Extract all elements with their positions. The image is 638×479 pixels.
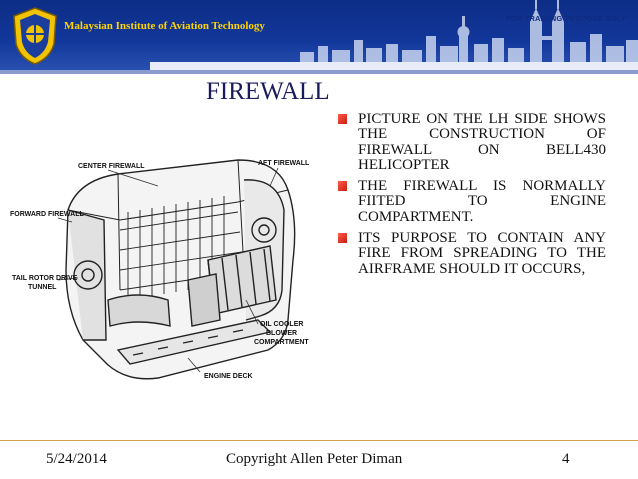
firewall-diagram: CENTER FIREWALL AFT FIREWALL FORWARD FIR… [10, 159, 310, 380]
slide-title: FIREWALL [206, 78, 330, 105]
header-banner: Malaysian Institute of Aviation Technolo… [0, 0, 638, 74]
label-tail-rotor-tunnel-1: TAIL ROTOR DRIVE [12, 275, 78, 282]
bullet-item: THE FIREWALL IS NORMALLY FIITED TO ENGIN… [338, 179, 606, 225]
bullet-text: PICTURE ON THE LH SIDE SHOWS THE CONSTRU… [358, 111, 606, 173]
label-center-firewall: CENTER FIREWALL [78, 163, 145, 170]
footer-date: 5/24/2014 [46, 451, 107, 467]
bullet-list: PICTURE ON THE LH SIDE SHOWS THE CONSTRU… [338, 111, 606, 283]
header-divider [0, 70, 638, 74]
bullet-item: PICTURE ON THE LH SIDE SHOWS THE CONSTRU… [338, 111, 606, 173]
training-notice: FOR TRAINING PURPOSE ONLY [505, 14, 626, 23]
organization-name: Malaysian Institute of Aviation Technolo… [64, 20, 265, 32]
bullet-text: ITS PURPOSE TO CONTAIN ANY FIRE FROM SPR… [358, 230, 606, 277]
footer-rule [0, 440, 638, 441]
bullet-marker-icon [338, 114, 347, 124]
bullet-marker-icon [338, 233, 347, 244]
bullet-marker-icon [338, 181, 347, 192]
city-skyline-illustration [150, 0, 638, 70]
label-tail-rotor-tunnel-2: TUNNEL [28, 284, 57, 291]
label-oil-cooler-2: BLOWER [266, 330, 297, 337]
label-aft-firewall: AFT FIREWALL [258, 160, 310, 167]
label-oil-cooler-1: OIL COOLER [260, 321, 303, 328]
footer-page-number: 4 [562, 451, 570, 467]
label-forward-firewall: FORWARD FIREWALL [10, 211, 84, 218]
label-engine-deck: ENGINE DECK [204, 373, 253, 380]
footer-copyright: Copyright Allen Peter Diman [226, 451, 403, 467]
bullet-text: THE FIREWALL IS NORMALLY FIITED TO ENGIN… [358, 178, 606, 225]
bullet-item: ITS PURPOSE TO CONTAIN ANY FIRE FROM SPR… [338, 230, 606, 277]
institute-crest-logo [13, 7, 57, 65]
label-oil-cooler-3: COMPARTMENT [254, 339, 309, 346]
